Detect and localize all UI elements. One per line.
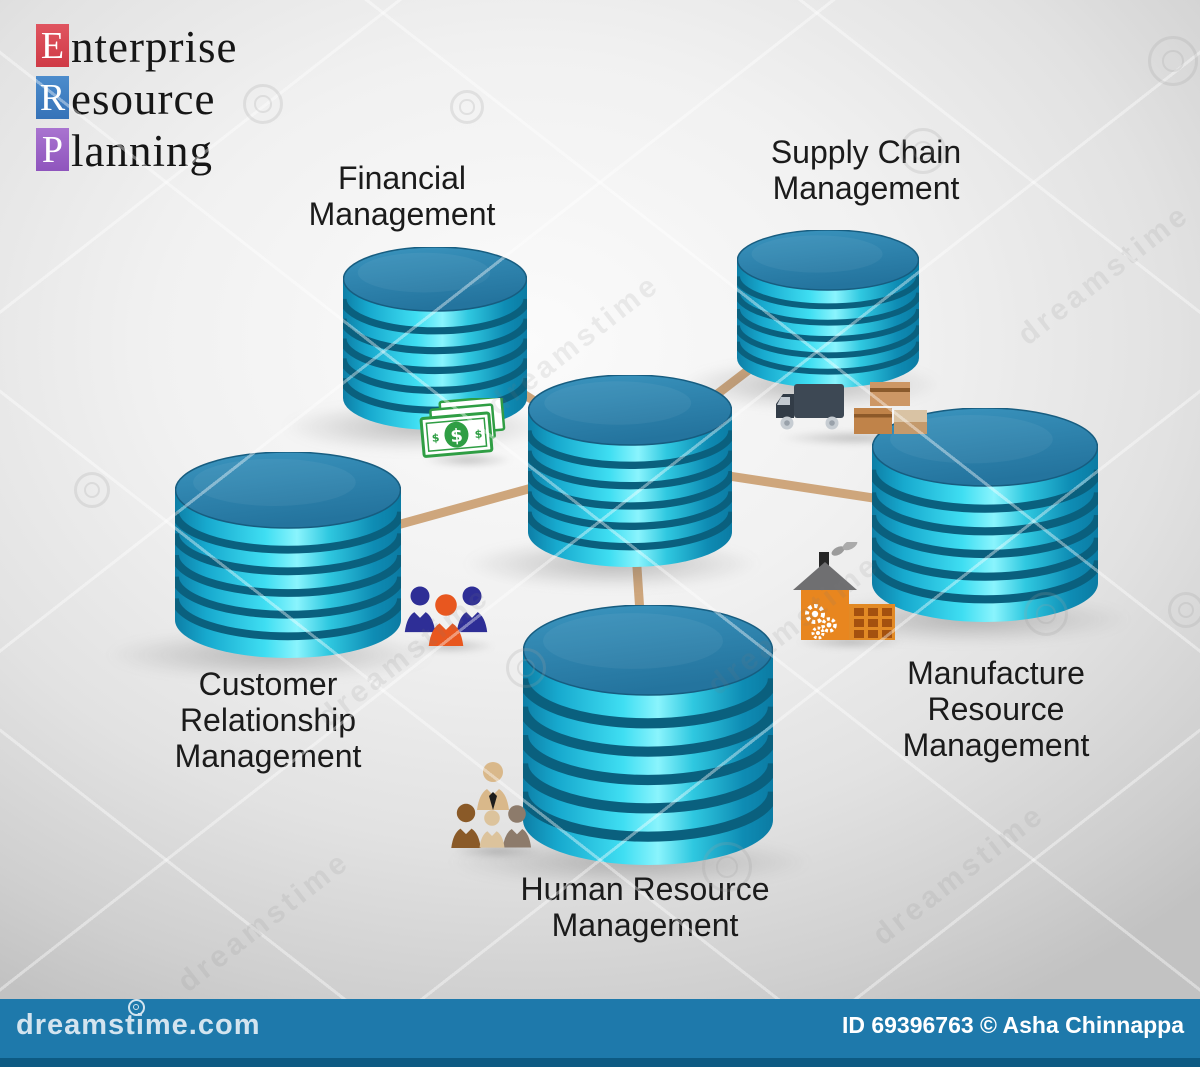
- supply-node: [734, 229, 922, 395]
- customers-icon: [404, 586, 488, 647]
- hrm-node: [517, 604, 779, 872]
- crm-label-line: Management: [174, 738, 362, 774]
- erp-title: E nterprise R esource P lanning: [36, 24, 237, 180]
- boxes-icon: [854, 382, 927, 434]
- supply-label-line: Management: [772, 170, 960, 206]
- database-cylinder: [339, 246, 531, 430]
- employees-icon: [447, 759, 539, 860]
- letter-box-r: R: [36, 76, 69, 119]
- truck-boxes-icon: [776, 382, 927, 434]
- factory-icon: [793, 539, 895, 640]
- image-credit: ID 69396763 © Asha Chinnappa: [841, 1012, 1184, 1038]
- crm-node: [171, 451, 405, 665]
- letter-box-e: E: [36, 24, 69, 67]
- truck-icon: [776, 384, 844, 430]
- truck-boxes-icon: [772, 380, 928, 443]
- spiral-icon: [128, 999, 145, 1016]
- financial-node: [339, 246, 531, 437]
- database-cylinder: [517, 604, 779, 865]
- hrm-label-line: Management: [551, 907, 739, 943]
- factory-icon: [791, 539, 901, 647]
- title-text: esource: [71, 74, 216, 124]
- manufacture-label-line: Resource: [927, 691, 1065, 727]
- svg-text:$: $: [474, 427, 483, 441]
- financial-label-line: Financial: [337, 160, 467, 196]
- svg-text:$: $: [431, 431, 440, 445]
- title-text: nterprise: [71, 22, 238, 72]
- database-cylinder: [524, 374, 736, 567]
- title-line-enterprise: E nterprise: [36, 22, 238, 72]
- title-line-resource: R esource: [36, 74, 237, 124]
- supply-label-line: Supply Chain: [770, 134, 962, 170]
- database-cylinder: [734, 229, 922, 388]
- dreamstime-logo: dreamstime.com: [16, 999, 261, 1042]
- manufacture-node: [867, 407, 1103, 629]
- footer-bar: dreamstime.com ID 69396763 © Asha Chinna…: [0, 999, 1200, 1067]
- crm-label-line: Customer: [198, 666, 338, 702]
- title-text: lanning: [71, 126, 213, 176]
- money-icon: $ $ $: [418, 395, 510, 465]
- database-cylinder: [867, 407, 1103, 622]
- customers-icon: [400, 580, 492, 651]
- crm-label-line: Relationship: [179, 702, 357, 738]
- letter-box-p: P: [36, 128, 69, 171]
- money-icon: $ $ $: [419, 395, 506, 458]
- manufacture-label-line: Management: [902, 727, 1090, 763]
- svg-text:$: $: [449, 425, 463, 447]
- manufacture-label-line: Manufacture: [907, 655, 1085, 691]
- financial-label-line: Management: [308, 196, 496, 232]
- title-line-planning: P lanning: [36, 126, 237, 176]
- hrm-label-line: Human Resource: [520, 871, 770, 907]
- database-cylinder: [171, 451, 405, 658]
- employees-icon: [451, 762, 532, 848]
- central-node: [524, 374, 736, 574]
